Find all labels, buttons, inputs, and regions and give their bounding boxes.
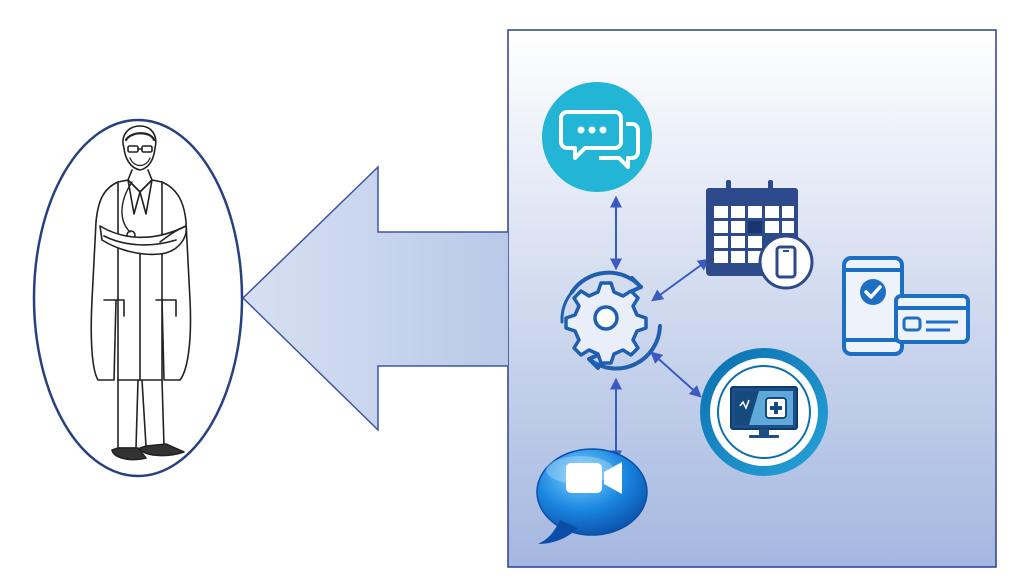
video-call-bubble-icon	[536, 448, 648, 544]
connectors	[610, 195, 710, 463]
block-arrow-left	[241, 165, 508, 432]
connector-hub-calendar	[651, 258, 710, 302]
monitor-medical-icon	[700, 348, 828, 476]
calendar-phone-icon	[706, 180, 814, 290]
phone-card-payment-icon	[842, 256, 970, 356]
doctor-node	[32, 118, 244, 478]
connector-hub-telemedicine	[650, 351, 702, 398]
doctor-illustration	[90, 125, 192, 461]
chat-bubbles-icon	[542, 82, 652, 192]
gear-sync-icon	[560, 270, 662, 371]
